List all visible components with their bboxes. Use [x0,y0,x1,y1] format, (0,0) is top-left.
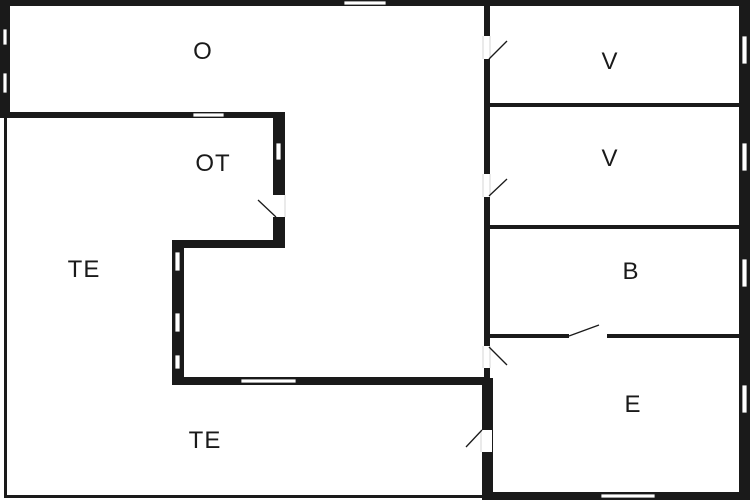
door-gap-te [480,430,492,452]
door-swing-ot [257,199,277,218]
window-top [343,0,387,6]
window-right-3 [741,258,748,288]
door-swing-v2 [488,178,508,197]
wall-inner-bottom [172,377,490,385]
room-label-te-left: TE [67,256,101,283]
door-gap-e [483,346,491,368]
window-inner-3 [174,354,181,370]
door-gap-v1 [483,36,491,59]
door-gap-v2 [483,174,491,197]
room-label-e: E [624,391,642,418]
door-swings [257,40,600,448]
door-swing-e [488,346,508,366]
door-swing-te [465,429,483,448]
room-label-b: B [622,258,640,285]
window-right-4 [741,384,748,414]
wall-right [739,0,750,500]
window-right-1 [741,35,748,65]
door-gaps [272,36,607,452]
window-right-2 [741,142,748,172]
wall-bottom-left [4,495,484,498]
room-label-v-middle: V [601,145,619,172]
window-ot-right [275,142,282,161]
room-label-o: O [193,38,213,65]
door-gap-ot [272,195,286,217]
wall-ot-bottom [172,240,285,248]
window-inner-bottom [240,378,297,384]
window-left-1 [2,28,8,46]
room-label-v-top: V [601,48,619,75]
wall-v-v-divider [487,103,742,107]
door-gap-b [569,333,607,339]
window-bottom [600,493,656,499]
room-label-ot: OT [195,150,231,177]
wall-o-bottom [0,112,285,118]
wall-b-e-divider [487,334,742,338]
wall-inner-left [172,240,184,385]
door-swing-v1 [488,40,508,60]
wall-left-lower [4,112,7,498]
door-swing-b [568,324,600,337]
wall-ot-right [273,112,285,247]
window-o-bottom [192,112,225,118]
door-gap-edges [284,36,491,452]
window-inner-2 [174,312,181,333]
wall-left-upper [0,0,10,118]
window-left-2 [2,72,8,94]
room-label-te-bottom: TE [188,427,222,454]
window-inner-1 [174,251,181,272]
wall-v-b-divider [487,225,742,229]
